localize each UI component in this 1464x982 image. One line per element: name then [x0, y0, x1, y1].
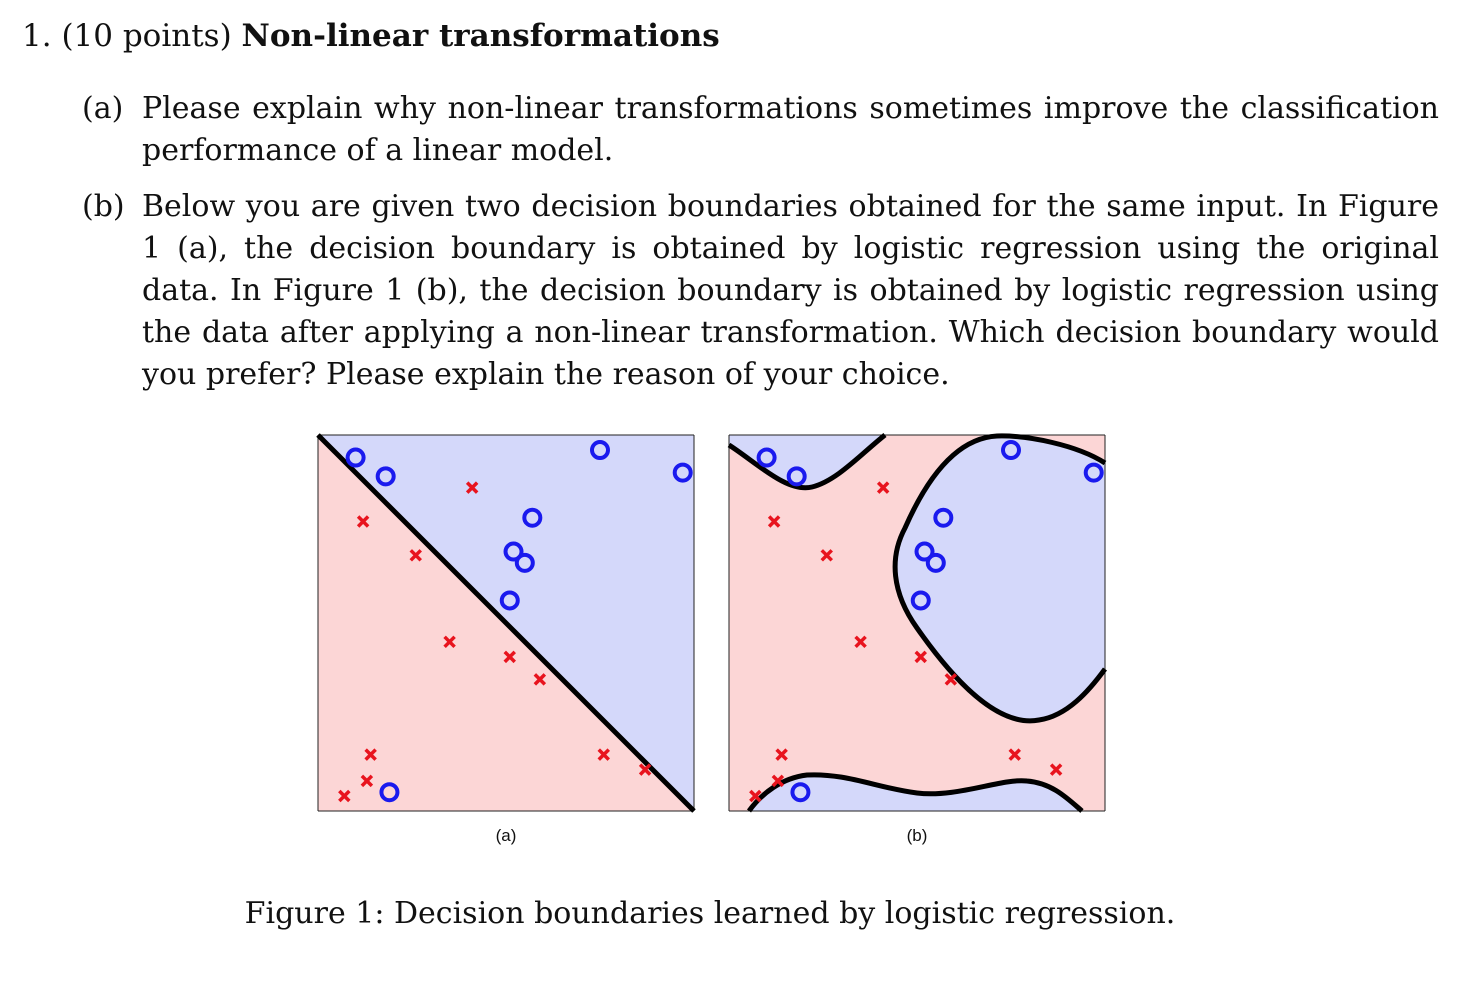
class-o-point [790, 782, 811, 803]
class-x-point [771, 774, 785, 788]
class-o-region-right [895, 435, 1105, 721]
decision-boundary-right [892, 433, 1107, 724]
class-x-point [409, 549, 422, 562]
class-x-point [443, 635, 456, 649]
class-o-point [756, 447, 777, 468]
part-b-label: (b) [82, 189, 125, 224]
class-x-point [360, 774, 374, 788]
class-x-point [775, 748, 788, 761]
figure-panel-a [316, 433, 696, 813]
class-o-point [345, 447, 366, 468]
class-o-point [503, 541, 524, 562]
panel-b-plot [727, 433, 1107, 813]
class-o-point [672, 462, 693, 483]
decision-boundary-bottom [746, 772, 1084, 813]
question-number: 1. [22, 18, 52, 54]
class-o-point [914, 541, 935, 562]
class-o-point [522, 507, 543, 528]
class-x-point [914, 650, 927, 664]
subcaption-b: (b) [906, 826, 928, 845]
class-x-point [1008, 748, 1021, 761]
panel-a-plot [316, 433, 696, 813]
class-o-point [379, 782, 400, 803]
figure-panel-b [727, 433, 1107, 813]
part-a-text: Please explain why non-linear transforma… [142, 91, 1439, 168]
part-a-label: (a) [82, 91, 124, 126]
class-x-point [597, 748, 610, 761]
class-x-point [503, 650, 516, 664]
class-o-point [925, 552, 946, 573]
class-x-point [338, 789, 351, 803]
question-title: Non-linear transformations [241, 18, 720, 54]
class-x-point [533, 673, 547, 686]
class-x-point [749, 789, 762, 803]
part-b-text: Below you are given two decision boundar… [142, 189, 1439, 392]
class-o-point [933, 507, 954, 528]
class-x-point [364, 748, 377, 761]
class-x-point [876, 481, 890, 494]
class-x-point [944, 673, 958, 686]
question-points: (10 points) [61, 18, 232, 54]
class-o-point [910, 590, 931, 611]
subcaption-a: (a) [495, 826, 517, 845]
class-o-point [1083, 462, 1104, 483]
class-o-point [514, 552, 535, 573]
class-x-point [767, 515, 781, 528]
class-x-point [638, 763, 652, 776]
figure-caption: Figure 1: Decision boundaries learned by… [244, 896, 1176, 931]
class-x-point [465, 481, 479, 494]
class-x-point [820, 549, 833, 562]
question-heading: 1. (10 points) Non-linear transformation… [22, 18, 720, 54]
class-o-point [786, 466, 807, 487]
class-o-point [1001, 440, 1021, 461]
class-o-point [590, 440, 610, 461]
decision-boundary [316, 433, 696, 813]
decision-boundary-top-left [727, 433, 887, 491]
class-x-point [356, 515, 370, 528]
data-points [749, 440, 1104, 803]
class-x-point [1049, 763, 1063, 776]
data-points [338, 440, 693, 803]
class-o-point [375, 466, 396, 487]
class-x-point [854, 635, 867, 649]
class-o-point [499, 590, 520, 611]
